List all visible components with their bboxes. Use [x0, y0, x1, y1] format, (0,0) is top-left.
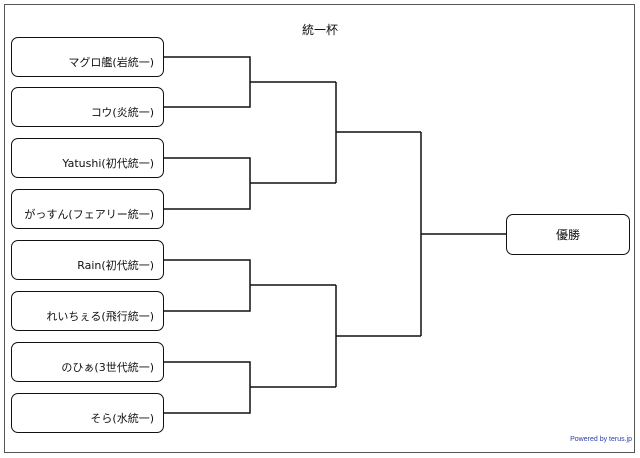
bracket-entry: マグロ艦(岩統一) [11, 37, 164, 77]
bracket-entry: がっすん(フェアリー統一) [11, 189, 164, 229]
bracket-entry: れいちぇる(飛行統一) [11, 291, 164, 331]
bracket-line-r2-1 [335, 82, 421, 183]
bracket-line-r1-4 [164, 361, 336, 414]
bracket-entry: Yatushi(初代統一) [11, 138, 164, 178]
powered-by-link[interactable]: Powered by terus.jp [570, 436, 632, 443]
bracket-entry: のひぁ(3世代統一) [11, 342, 164, 382]
bracket-entry: Rain(初代統一) [11, 240, 164, 280]
bracket-line-r2-2 [335, 285, 421, 387]
bracket-line-final [420, 132, 506, 336]
bracket-line-r1-3 [164, 259, 336, 312]
tournament-title: 統一杯 [301, 23, 338, 37]
winner-box: 優勝 [506, 214, 630, 255]
bracket-line-r1-1 [164, 56, 336, 108]
bracket-line-r1-2 [164, 157, 336, 210]
bracket-entry: そら(水統一) [11, 393, 164, 433]
bracket-entry: コウ(炎統一) [11, 87, 164, 127]
